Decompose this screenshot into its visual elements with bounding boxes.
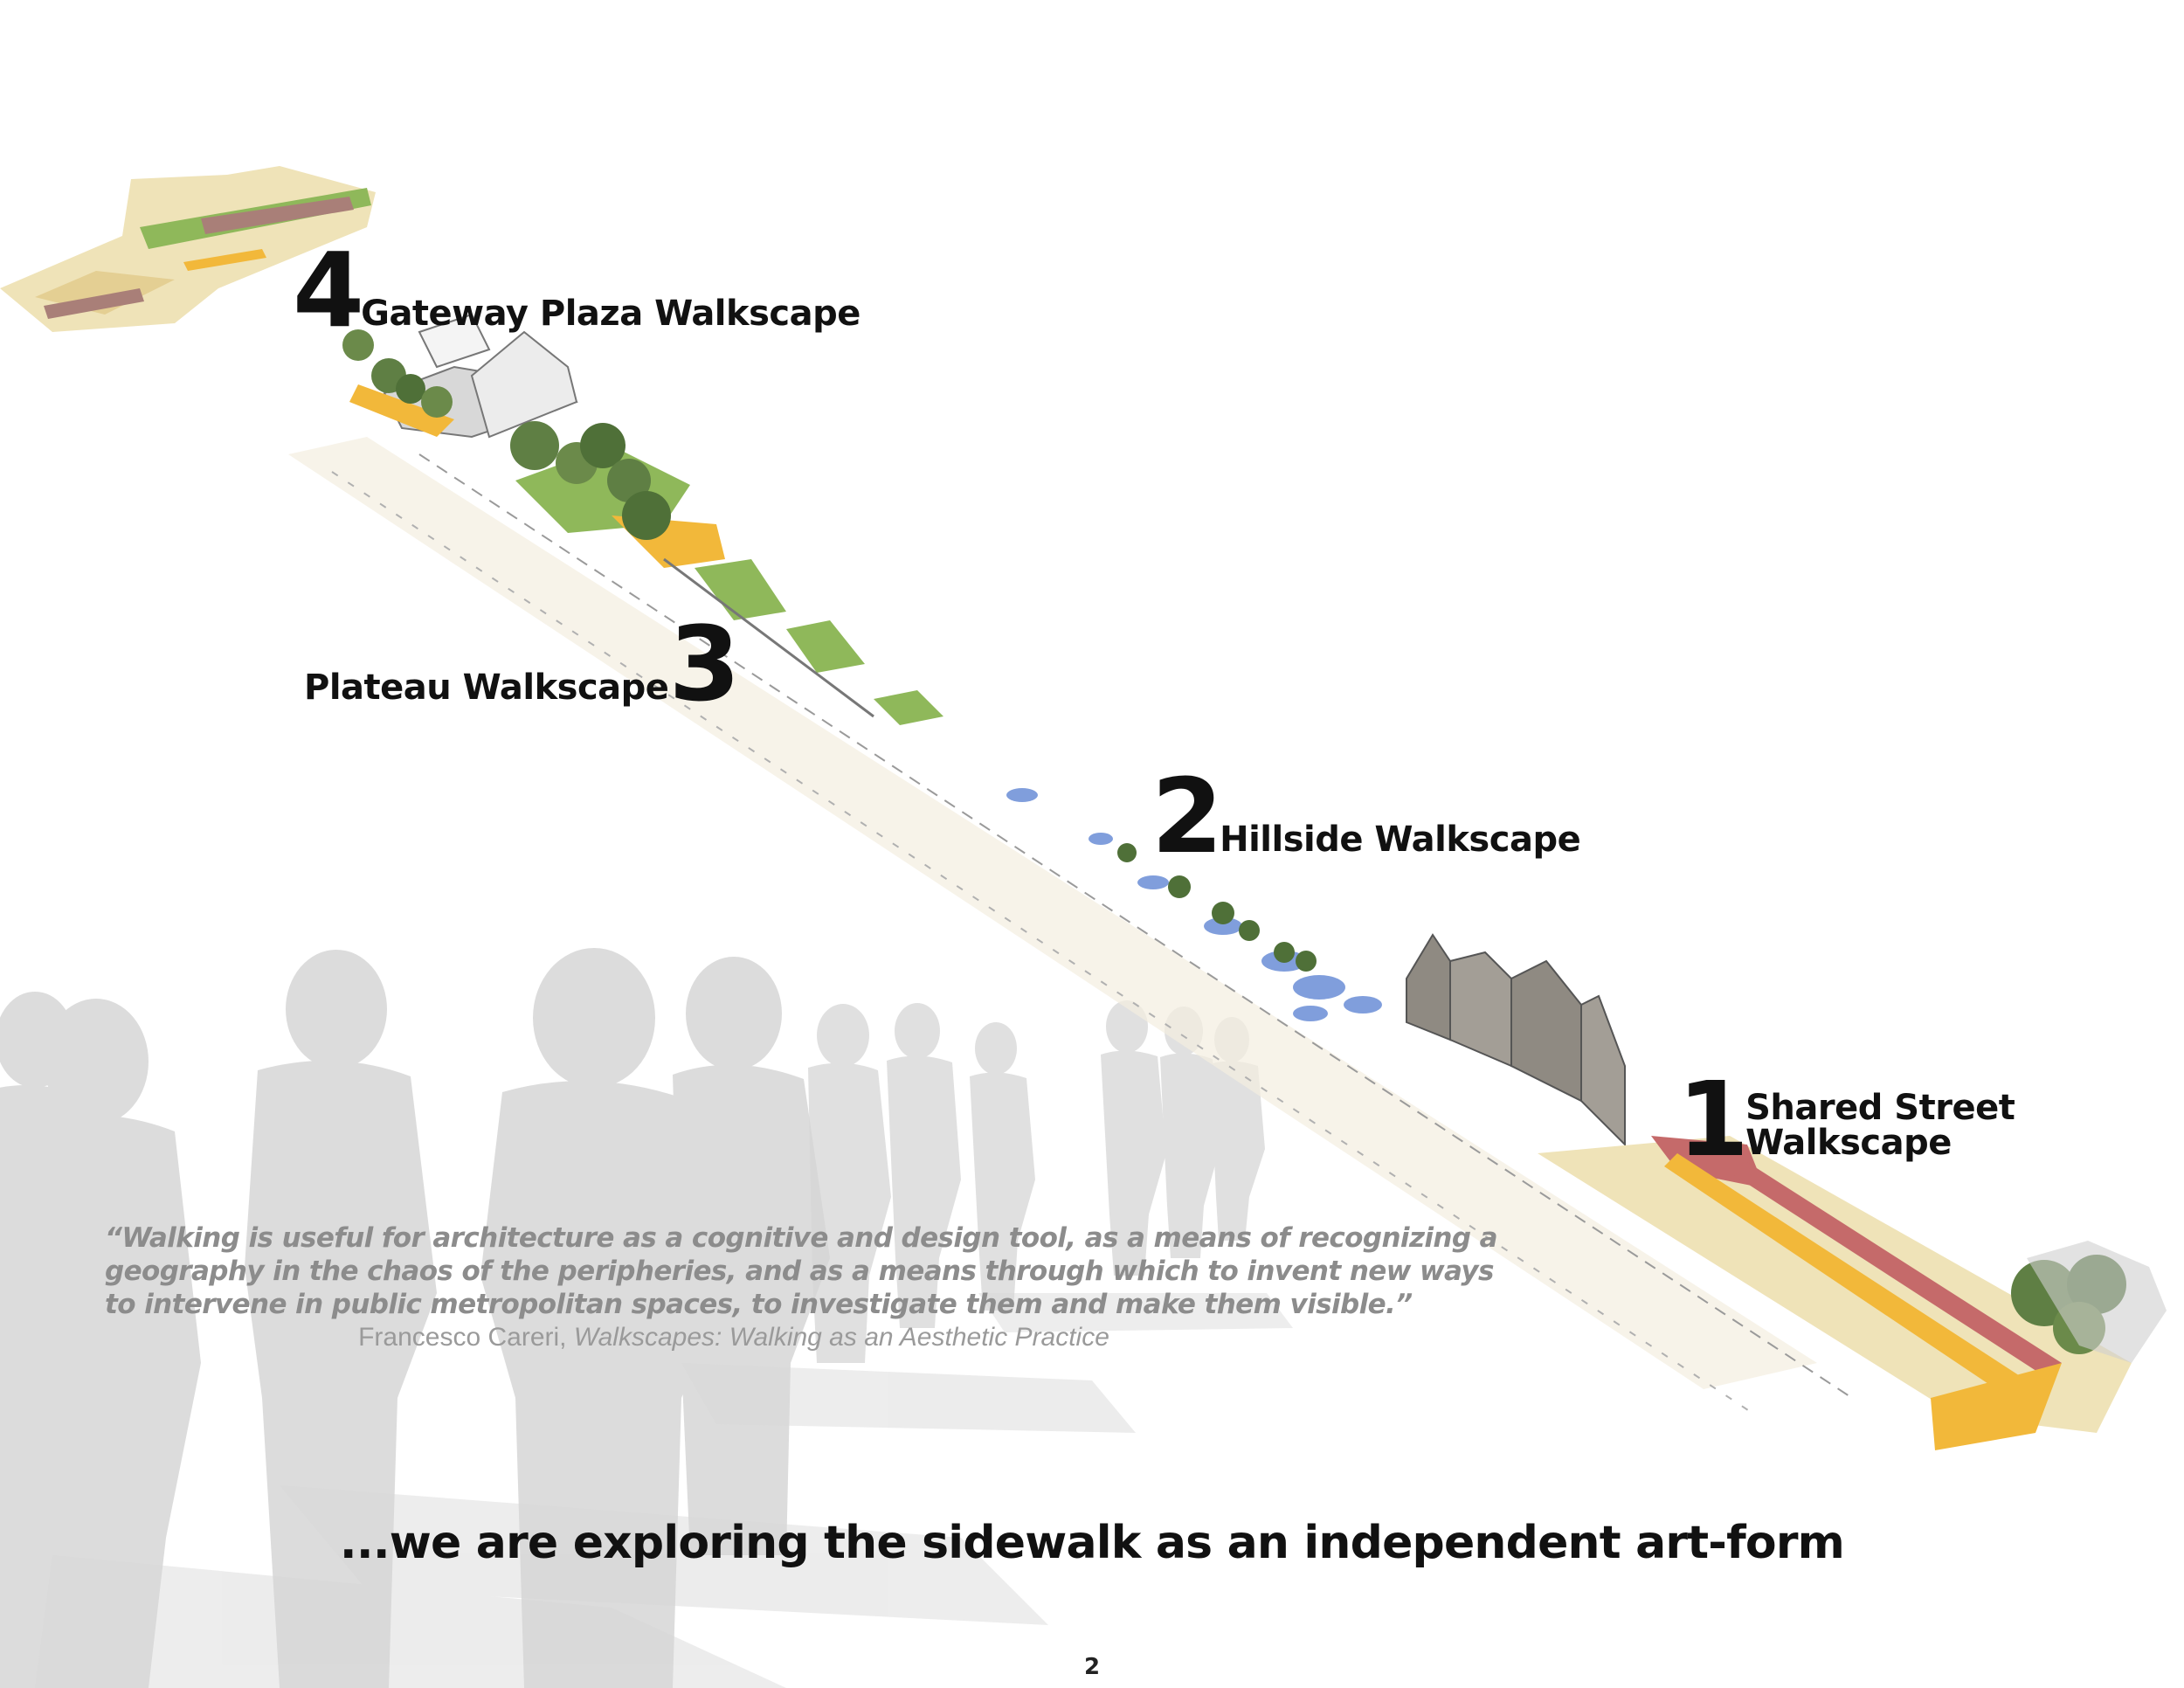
stage-2-number: 2	[1151, 756, 1223, 876]
stage-2-label: 2 Hillside Walkscape	[1151, 756, 1581, 876]
quote-block: “Walking is useful for architecture as a…	[105, 1221, 1498, 1354]
page-number: 2	[1083, 1654, 1101, 1680]
quote-source: Walkscapes: Walking as an Aesthetic Prac…	[573, 1323, 1109, 1352]
tagline: ...we are exploring the sidewalk as an i…	[339, 1517, 1845, 1569]
gateway-plaza-model	[0, 166, 578, 439]
quote-line: to intervene in public metropolitan spac…	[105, 1289, 1413, 1320]
quote-attribution: Francesco Careri, Walkscapes: Walking as…	[105, 1321, 1363, 1354]
quote-author: Francesco Careri,	[358, 1323, 567, 1352]
hillside-model	[1006, 788, 1626, 1147]
shared-street-model	[1538, 1136, 2167, 1450]
quote-line: geography in the chaos of the peripherie…	[105, 1256, 1494, 1287]
stage-3-name: Plateau Walkscape	[304, 667, 669, 708]
stage-1-number: 1	[1677, 1059, 1749, 1180]
stage-4-label: 4 Gateway Plaza Walkscape	[293, 230, 860, 350]
people-silhouettes	[0, 948, 1293, 1688]
stage-4-number: 4	[293, 230, 364, 350]
stage-2-name: Hillside Walkscape	[1220, 819, 1581, 860]
stage-3-label: Plateau Walkscape 3	[304, 604, 741, 724]
stage-3-number: 3	[668, 604, 740, 724]
stage-4-name: Gateway Plaza Walkscape	[361, 293, 860, 334]
stage-1-name: Shared Street Walkscape	[1745, 1087, 2015, 1163]
quote-line: “Walking is useful for architecture as a…	[105, 1222, 1498, 1254]
walkway-path	[288, 437, 1853, 1416]
stage-1-label: 1 Shared Street Walkscape	[1677, 1059, 2184, 1180]
plateau-park-model	[510, 421, 943, 725]
